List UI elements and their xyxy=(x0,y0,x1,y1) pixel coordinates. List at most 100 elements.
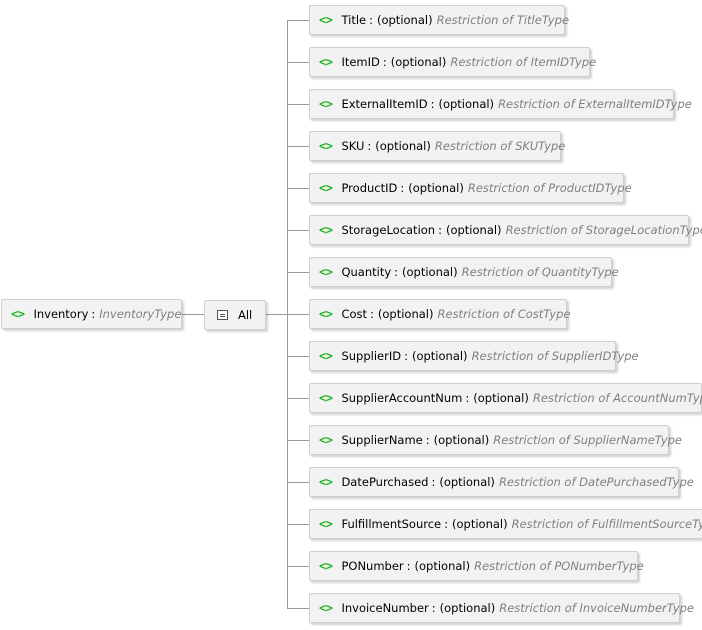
child-element-name: PONumber xyxy=(341,559,404,573)
element-icon: <> xyxy=(319,223,333,237)
all-compositor-node[interactable]: All xyxy=(204,300,266,330)
optional-label: (optional) xyxy=(439,475,495,489)
connector-branch xyxy=(287,440,309,441)
connector-branch xyxy=(287,566,309,567)
element-icon: <> xyxy=(319,475,333,489)
child-element-name: SupplierID xyxy=(341,349,402,363)
child-separator: : xyxy=(370,307,374,321)
child-element-node[interactable]: <> ItemID:(optional)Restriction of ItemID… xyxy=(309,47,596,77)
element-icon: <> xyxy=(11,307,25,321)
child-separator: : xyxy=(425,433,430,447)
child-element-name: ProductID xyxy=(341,181,398,195)
child-separator: : xyxy=(382,55,387,69)
child-element-type: Restriction of FulfillmentSourceType xyxy=(511,517,702,531)
child-element-node[interactable]: <> StorageLocation:(optional)Restriction … xyxy=(309,215,702,245)
connector-branch xyxy=(287,524,309,525)
child-element-node[interactable]: <> SKU:(optional)Restriction of SKUType xyxy=(309,131,565,161)
child-element-type: Restriction of SupplierIDType xyxy=(471,349,639,363)
child-separator: : xyxy=(369,13,373,27)
root-element-node[interactable]: <> Inventory : InventoryType xyxy=(1,299,182,329)
connector-branch xyxy=(287,20,309,21)
child-element-node[interactable]: <>SupplierName:(optional)Restriction of … xyxy=(309,425,682,455)
element-icon: <> xyxy=(319,433,333,447)
child-element-node[interactable]: <>SupplierID:(optional)Restriction of Su… xyxy=(309,341,639,371)
child-element-name: DatePurchased xyxy=(341,475,429,489)
child-element-type: Restriction of QuantityType xyxy=(461,265,619,279)
element-icon: <> xyxy=(319,559,333,573)
element-icon: <> xyxy=(319,391,333,405)
child-separator: : xyxy=(394,265,399,279)
element-icon: <> xyxy=(319,181,333,195)
child-element-type: Restriction of PONumberType xyxy=(474,559,644,573)
child-element-name: Quantity xyxy=(341,265,392,279)
child-element-name: InvoiceNumber xyxy=(341,601,429,615)
child-separator: : xyxy=(431,475,436,489)
child-separator: : xyxy=(465,391,470,405)
child-element-name: ItemID xyxy=(341,55,380,69)
element-icon: <> xyxy=(319,139,333,153)
root-element-type: InventoryType xyxy=(99,307,182,321)
child-element-type: Restriction of CostType xyxy=(437,307,571,321)
optional-label: (optional) xyxy=(452,517,508,531)
optional-label: (optional) xyxy=(390,55,447,69)
child-element-type: Restriction of SupplierNameType xyxy=(493,433,682,447)
child-element-node[interactable]: <> Cost:(optional)Restriction of CostType xyxy=(309,299,571,329)
connector-branch xyxy=(287,188,309,189)
child-element-node[interactable]: <> DatePurchased:(optional)Restriction of… xyxy=(309,467,694,497)
child-element-node[interactable]: <>ExternalItemID:(optional)Restriction o… xyxy=(309,89,692,119)
connector-root-to-all xyxy=(182,314,204,315)
optional-label: (optional) xyxy=(445,223,502,237)
optional-label: (optional) xyxy=(473,391,529,405)
element-icon: <> xyxy=(319,13,333,27)
child-element-node[interactable]: <> PONumber:(optional)Restriction of PONu… xyxy=(309,551,644,581)
optional-label: (optional) xyxy=(375,139,431,153)
connector-branch xyxy=(287,608,309,609)
root-element-name: Inventory xyxy=(33,307,89,321)
child-element-name: FulfillmentSource xyxy=(341,517,442,531)
child-element-name: Cost xyxy=(341,307,368,321)
element-icon: <> xyxy=(319,55,333,69)
child-element-type: Restriction of ItemIDType xyxy=(450,55,597,69)
child-element-node[interactable]: <> Quantity:(optional)Restriction of Quan… xyxy=(309,257,619,287)
optional-label: (optional) xyxy=(377,307,434,321)
connector-branch xyxy=(287,398,309,399)
connector-branch xyxy=(287,482,309,483)
connector-all-to-trunk xyxy=(266,314,287,315)
optional-label: (optional) xyxy=(411,349,468,363)
child-element-type: Restriction of ProductIDType xyxy=(467,181,632,195)
element-icon: <> xyxy=(319,349,333,363)
child-element-node[interactable]: <>InvoiceNumber:(optional)Restriction of… xyxy=(309,593,694,623)
child-element-name: SKU xyxy=(341,139,365,153)
child-element-name: StorageLocation xyxy=(341,223,436,237)
connector-branch xyxy=(287,356,309,357)
child-separator: : xyxy=(438,223,442,237)
child-element-node[interactable]: <> FulfillmentSource:(optional)Restrictio… xyxy=(309,509,702,539)
child-separator: : xyxy=(406,559,411,573)
child-element-name: ExternalItemID xyxy=(341,97,428,111)
element-icon: <> xyxy=(319,307,333,321)
child-element-type: Restriction of SKUType xyxy=(434,139,566,153)
child-element-node[interactable]: <>ProductID:(optional)Restriction of Pro… xyxy=(309,173,632,203)
optional-label: (optional) xyxy=(439,601,496,615)
optional-label: (optional) xyxy=(402,265,458,279)
child-element-name: Title xyxy=(341,13,367,27)
element-icon: <> xyxy=(319,517,333,531)
element-icon: <> xyxy=(319,601,333,615)
child-separator: : xyxy=(431,601,436,615)
child-element-node[interactable]: <>SupplierAccountNum:(optional)Restricti… xyxy=(309,383,702,413)
child-element-node[interactable]: <>Title:(optional)Restriction of TitleTy… xyxy=(309,5,569,35)
connector-branch xyxy=(287,272,309,273)
compositor-label: All xyxy=(238,308,253,322)
connector-branch xyxy=(287,104,309,105)
child-separator: : xyxy=(367,139,372,153)
optional-label: (optional) xyxy=(438,97,495,111)
child-separator: : xyxy=(444,517,449,531)
optional-label: (optional) xyxy=(408,181,464,195)
child-element-type: Restriction of StorageLocationType xyxy=(505,223,702,237)
child-element-type: Restriction of DatePurchasedType xyxy=(498,475,694,489)
element-icon: <> xyxy=(319,265,333,279)
optional-label: (optional) xyxy=(414,559,471,573)
child-element-type: Restriction of TitleType xyxy=(436,13,570,27)
child-element-name: SupplierAccountNum xyxy=(341,391,463,405)
optional-label: (optional) xyxy=(433,433,490,447)
